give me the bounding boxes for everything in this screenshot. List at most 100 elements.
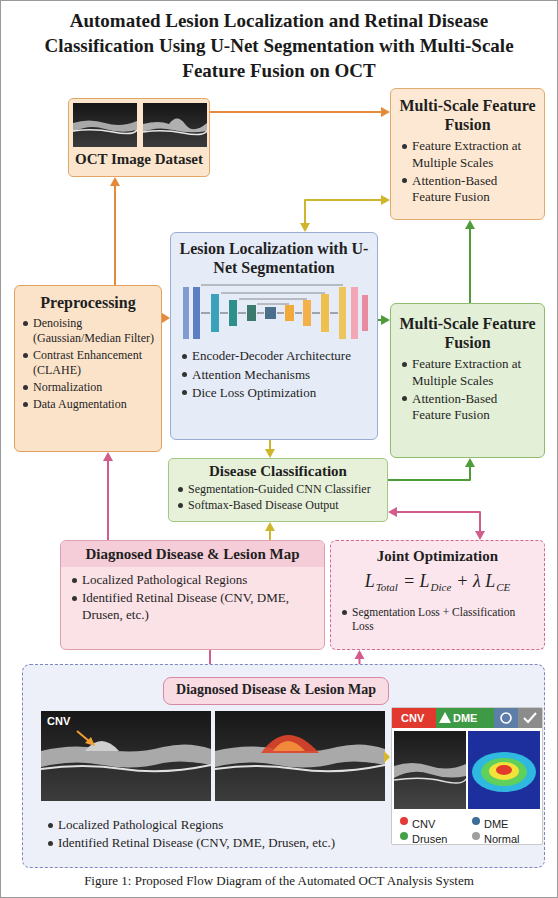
bullet-item: Attention-Based Feature Fusion xyxy=(399,173,536,206)
bullet-text: Attention Mechanisms xyxy=(192,367,310,382)
bullet-item: Encoder-Decoder Architecture xyxy=(179,348,369,364)
arrow-head xyxy=(110,177,120,186)
bullet-dot xyxy=(23,321,28,326)
legend-text: Normal xyxy=(484,833,519,845)
connector xyxy=(110,177,120,285)
node-heading: Lesion Localization with U-Net Segmentat… xyxy=(179,239,369,277)
cnv-leader-arrow xyxy=(77,731,95,746)
bullet-item: Feature Extraction at Multiple Scales xyxy=(399,138,536,171)
bullet-dot xyxy=(178,487,183,492)
legend-item: Normal xyxy=(472,829,519,842)
legend-item: CNV xyxy=(400,814,435,827)
formula-symbol: = L xyxy=(403,571,430,591)
arrow-head xyxy=(300,223,310,232)
bullet-item: Segmentation Loss + Classification Loss xyxy=(339,605,536,634)
bullet-text: Feature Extraction at Multiple Scales xyxy=(412,356,521,387)
arrow-head xyxy=(162,313,170,323)
bullet-dot xyxy=(48,841,53,846)
legend-item: DME xyxy=(472,814,508,827)
encoder-blocks xyxy=(183,287,276,339)
connector-line xyxy=(397,512,480,531)
bullet-item: Normalization xyxy=(20,380,156,395)
bullet-text: Denoising (Gaussian/Median Filter) xyxy=(33,316,154,345)
bullet-text: Feature Extraction at Multiple Scales xyxy=(412,138,521,169)
text-area: Localized Pathological RegionsIdentified… xyxy=(45,815,385,854)
bullet-dot xyxy=(402,362,407,367)
arrow-head xyxy=(381,107,390,117)
bullet-dot xyxy=(72,596,77,601)
bullet-item: Attention-Based Feature Fusion xyxy=(399,391,536,424)
arrow-head xyxy=(265,449,275,458)
heatmap-image xyxy=(468,731,540,809)
bullet-dot xyxy=(48,823,53,828)
bullet-text: Identified Retinal Disease (CNV, DME, Dr… xyxy=(82,590,289,621)
dataset-box: OCT Image Dataset xyxy=(68,98,210,177)
connector-line xyxy=(269,531,271,540)
oct-image-highlighted xyxy=(215,711,385,801)
oct-thumbnails xyxy=(73,103,207,147)
preprocessing-box: PreprocessingDenoising (Gaussian/Median … xyxy=(14,285,162,452)
connector xyxy=(378,315,390,325)
connector xyxy=(103,452,113,540)
tab-label: DME xyxy=(453,712,477,724)
legend-text: Drusen xyxy=(412,833,447,845)
bullet-text: Encoder-Decoder Architecture xyxy=(192,348,351,363)
bullet-text: Attention-Based Feature Fusion xyxy=(412,173,497,204)
bullet-text: Segmentation-Guided CNN Classifier xyxy=(188,482,371,496)
bullet-text: Attention-Based Feature Fusion xyxy=(412,391,497,422)
formula-line: LTotal= LDice+ λ LCE xyxy=(339,569,536,599)
connector-line xyxy=(114,186,116,285)
connector-line xyxy=(269,440,271,449)
diagnosis-box: Diagnosed Disease & Lesion MapLocalized … xyxy=(60,540,325,650)
oct-image xyxy=(73,103,137,147)
legend-item: Drusen xyxy=(400,829,447,842)
unet-illustration xyxy=(179,281,371,343)
node-heading: OCT Image Dataset xyxy=(73,150,205,168)
connector xyxy=(210,107,390,117)
connector xyxy=(300,195,390,232)
formula-subscript: Dice xyxy=(431,581,452,593)
bullet-text: Data Augmentation xyxy=(33,397,127,411)
bullet-item: Softmax-Based Disease Output xyxy=(175,498,381,513)
decoder-blocks xyxy=(285,287,368,339)
bullet-dot xyxy=(182,390,187,395)
formula-subscript: Total xyxy=(376,581,398,593)
bullet-item: Identified Retinal Disease (CNV, DME, Dr… xyxy=(45,835,385,851)
connector-line xyxy=(378,319,381,321)
bullet-item: Segmentation-Guided CNN Classifier xyxy=(175,482,381,497)
oct-image xyxy=(41,711,211,801)
figure-title: Automated Lesion Localization and Retina… xyxy=(14,8,544,83)
connector-line xyxy=(305,200,381,223)
bullet-dot xyxy=(23,402,28,407)
connector xyxy=(388,507,485,540)
formula-symbol: L xyxy=(365,571,375,591)
arrow-head xyxy=(381,195,390,205)
bullet-item: Localized Pathological Regions xyxy=(69,572,316,588)
arrow-head xyxy=(265,522,275,531)
arrow-head xyxy=(465,458,475,467)
connector xyxy=(465,220,475,303)
fusion-box: Multi-Scale Feature FusionFeature Extrac… xyxy=(390,88,545,220)
legend-swatch xyxy=(472,817,480,825)
bullet-text: Dice Loss Optimization xyxy=(192,385,316,400)
segmentation-box: Lesion Localization with U-Net Segmentat… xyxy=(170,232,378,440)
bullet-item: Denoising (Gaussian/Median Filter) xyxy=(20,316,156,346)
output-band: Localized Pathological RegionsIdentified… xyxy=(22,664,545,868)
bullet-text: Contrast Enhancement (CLAHE) xyxy=(33,348,142,377)
bullet-item: Identified Retinal Disease (CNV, DME, Dr… xyxy=(69,590,316,623)
oct-image xyxy=(394,731,466,809)
flow-arrows xyxy=(201,313,338,314)
bullet-dot xyxy=(72,578,77,583)
bullet-dot xyxy=(182,354,187,359)
bullet-dot xyxy=(178,503,183,508)
bullet-text: Normalization xyxy=(33,380,102,394)
optimization-box: Joint OptimizationLTotal= LDice+ λ LCESe… xyxy=(330,540,545,650)
arrow-head xyxy=(465,220,475,229)
connector-line xyxy=(388,467,470,480)
tab-bar xyxy=(392,708,542,728)
fusion-box: Multi-Scale Feature FusionFeature Extrac… xyxy=(390,303,545,458)
bullet-text: Softmax-Based Disease Output xyxy=(188,498,339,512)
result-panel: CNVDMECNVDMEDrusenNormal xyxy=(391,707,543,845)
